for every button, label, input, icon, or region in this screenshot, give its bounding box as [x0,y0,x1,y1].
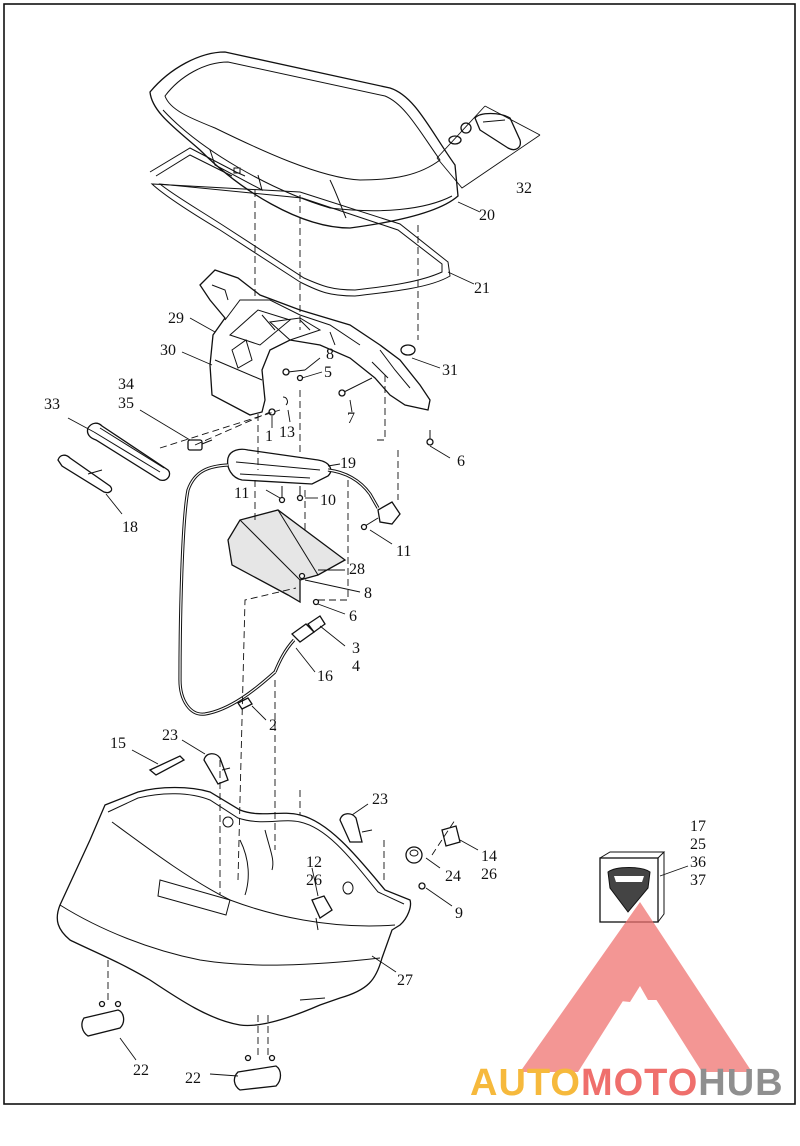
label-33: 33 [44,396,60,413]
label-26a: 26 [306,872,322,889]
hinge-bracket-left [203,753,231,785]
label-23b: 23 [372,791,388,808]
hinge-bracket-right [339,813,373,843]
label-34: 34 [118,376,134,393]
label-6a: 6 [457,453,465,470]
label-5: 5 [324,364,332,381]
bumper [405,846,423,864]
connector-3 [290,615,326,643]
label-2: 2 [269,717,277,734]
screws-upper [282,368,306,382]
label-19: 19 [340,455,356,472]
adhesive-pad [148,755,186,776]
label-21: 21 [474,280,490,297]
label-4: 4 [352,658,360,675]
screw-7 [338,377,373,397]
watermark-hub: HUB [698,1062,784,1104]
label-13: 13 [279,424,295,441]
latch-handle [436,105,541,189]
label-24: 24 [445,868,461,885]
screw-9 [418,882,426,890]
connector-34 [187,439,213,451]
light-bracket [57,454,113,494]
mount-hinge-lower-left [81,1000,125,1037]
alignment-lines [107,190,456,1058]
label-36: 36 [690,854,706,871]
side-lamp [360,501,401,531]
part-number-labels: 32 20 21 29 30 8 5 31 34 35 33 7 1 13 6 … [44,180,706,1087]
label-14: 14 [481,848,497,865]
label-20: 20 [479,207,495,224]
label-23a: 23 [162,727,178,744]
lens-screws [298,572,320,606]
label-12: 12 [306,854,322,871]
latch-lock [311,895,333,931]
decal-kit [599,851,666,923]
label-8b: 8 [364,585,372,602]
housing-screws [278,486,304,504]
label-29: 29 [168,310,184,327]
watermark-auto: AUTO [470,1062,581,1104]
label-27: 27 [397,972,413,989]
label-8a: 8 [326,346,334,363]
label-37: 37 [690,872,706,889]
diagram-border [3,3,796,1105]
label-1: 1 [265,428,273,445]
marker-light [86,422,171,481]
label-18: 18 [122,519,138,536]
label-10: 10 [320,492,336,509]
lens-cover [227,509,347,604]
label-28: 28 [349,561,365,578]
label-16: 16 [317,668,333,685]
saddlebag-lid [149,51,459,229]
lid-frame-bracket [199,269,431,416]
label-31: 31 [442,362,458,379]
label-35: 35 [118,395,134,412]
wire-clip [237,697,253,710]
label-11b: 11 [396,543,411,560]
watermark-logo [520,902,752,1072]
label-22b: 22 [185,1070,201,1087]
mount-hinge-lower-right [233,1054,282,1091]
catch [441,825,461,847]
label-9: 9 [455,905,463,922]
lid-gasket [149,147,451,297]
label-6b: 6 [349,608,357,625]
label-26b: 26 [481,866,497,883]
label-32: 32 [516,180,532,197]
leader-lines [67,201,689,1077]
watermark-wordmark: AUTOMOTOHUB [470,1062,784,1105]
watermark-moto: MOTO [580,1062,699,1104]
label-22a: 22 [133,1062,149,1079]
wire-harness [178,463,380,716]
saddlebag-body [56,786,412,1027]
label-25: 25 [690,836,706,853]
washer [400,344,416,356]
label-7: 7 [347,410,355,427]
label-15: 15 [110,735,126,752]
label-11a: 11 [234,485,249,502]
label-17: 17 [690,818,706,835]
tail-lamp-housing [226,448,332,485]
screw-6-upper [426,430,434,446]
small-ring [282,396,288,406]
label-30: 30 [160,342,176,359]
label-3: 3 [352,640,360,657]
